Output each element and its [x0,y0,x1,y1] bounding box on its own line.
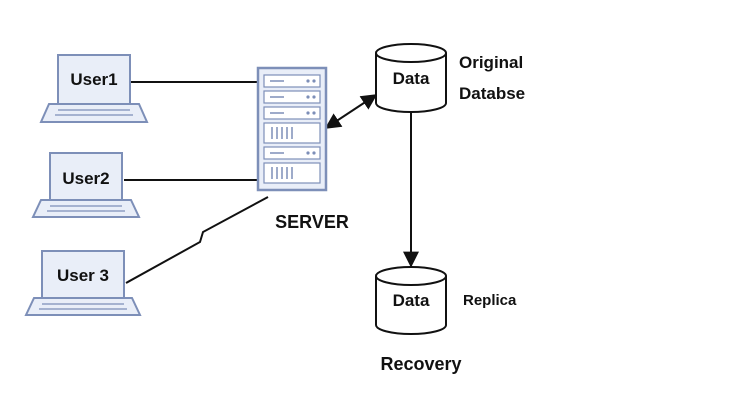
server-database-arrow [324,94,378,129]
server-label: SERVER [275,212,349,232]
user3-label: User 3 [57,266,109,285]
user3-laptop-icon: User 3 [24,250,142,316]
user3-to-server-line [125,196,269,284]
replica-database-cylinder-label: Data [393,291,430,310]
original-database-cylinder-label: Data [393,69,430,88]
user1-label: User1 [70,70,117,89]
user2-laptop-icon: User2 [31,152,141,218]
replica-caption: Replica [463,292,517,309]
original-database-caption-line1: Original [459,53,523,72]
replica-database-cylinder-icon: Data [375,266,447,335]
original-database-caption-line2: Databse [459,84,525,103]
user2-label: User2 [62,169,109,188]
original-database-cylinder-icon: Data [375,43,447,113]
server-rack-icon [256,66,328,192]
recovery-label: Recovery [380,354,461,374]
user1-laptop-icon: User1 [39,54,149,123]
